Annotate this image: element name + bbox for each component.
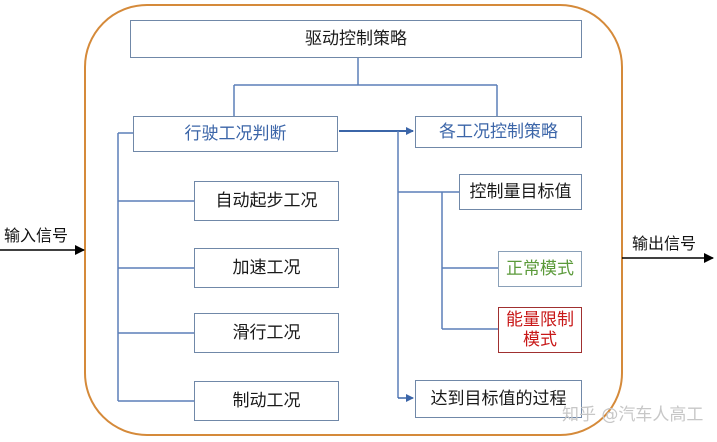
braking-condition-box: 制动工况 <box>194 381 339 421</box>
zhihu-watermark: 知乎 @汽车人高工 <box>562 405 704 425</box>
control-target-value-box: 控制量目标值 <box>459 174 582 210</box>
energy-limit-mode-box: 能量限制 模式 <box>498 307 582 353</box>
auto-start-condition-box: 自动起步工况 <box>194 181 339 221</box>
acceleration-condition-box: 加速工况 <box>194 248 339 288</box>
strategy-container <box>84 4 623 436</box>
drive-control-strategy-box: 驱动控制策略 <box>130 20 582 58</box>
output-signal-label: 输出信号 <box>632 234 697 253</box>
reach-target-process-box: 达到目标值的过程 <box>415 380 582 418</box>
driving-condition-judgment-box: 行驶工况判断 <box>133 116 338 152</box>
left-tree-connector <box>117 132 194 402</box>
normal-mode-box: 正常模式 <box>498 251 582 287</box>
top-connector <box>233 58 498 116</box>
input-signal-label: 输入信号 <box>4 226 69 245</box>
coasting-condition-box: 滑行工况 <box>194 313 339 353</box>
condition-control-strategy-box: 各工况控制策略 <box>415 116 582 148</box>
right-tree-connector <box>397 131 498 398</box>
energy-limit-mode-line-2: 模式 <box>523 330 557 350</box>
energy-limit-mode-line-1: 能量限制 <box>506 309 574 330</box>
